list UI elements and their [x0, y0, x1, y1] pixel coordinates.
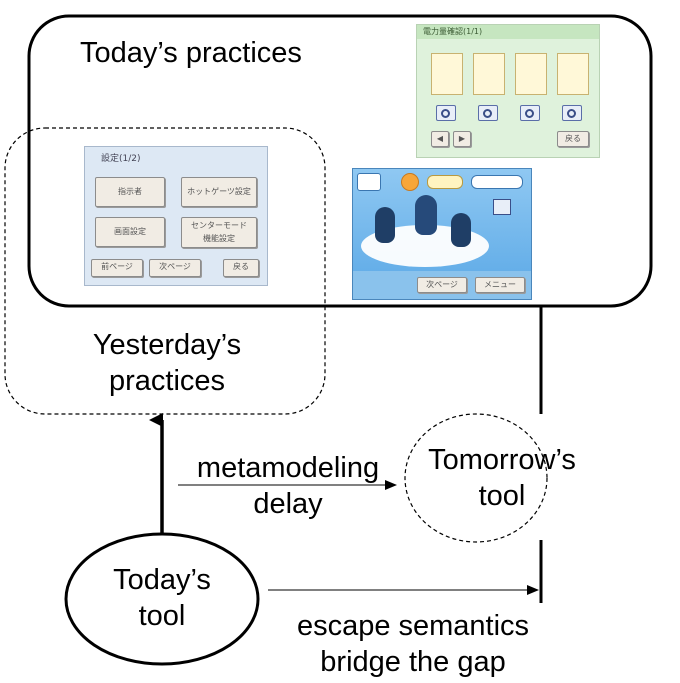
game-next-page-button[interactable]: 次ページ — [417, 277, 467, 293]
todays-practices-box — [27, 14, 653, 308]
game-top-badge-3 — [471, 175, 523, 189]
tomorrows-tool-line1: Tomorrow’s — [428, 444, 576, 476]
settings-button-3[interactable]: 画面設定 — [95, 217, 165, 247]
magnifier-icon-4[interactable] — [562, 105, 582, 121]
escape-semantics-label: escape semantics bridge the gap — [268, 608, 558, 680]
yesterdays-practices-line1: Yesterday’s — [92, 329, 242, 361]
settings-button-4[interactable]: センターモード 機能設定 — [181, 217, 257, 248]
todays-tool-line1: Today’s — [113, 564, 211, 596]
metamodeling-line2: delay — [253, 488, 323, 520]
settings-back-button[interactable]: 戻る — [223, 259, 259, 277]
next-page-button[interactable]: 次ページ — [149, 259, 201, 277]
penguin-right-icon — [451, 213, 471, 247]
energy-screen-title-bar — [417, 25, 599, 39]
prev-arrow-button[interactable]: ◀ — [431, 131, 449, 147]
game-top-badge-2 — [427, 175, 463, 189]
magnifier-icon-3[interactable] — [520, 105, 540, 121]
metamodeling-delay-label: metamodeling delay — [178, 450, 398, 522]
game-top-badge-1 — [357, 173, 381, 191]
energy-tile-1 — [431, 53, 463, 95]
yesterdays-practices-box — [4, 127, 326, 415]
todays-tool-line2: tool — [138, 600, 186, 632]
todays-tool-label: Today’s tool — [92, 562, 232, 634]
prev-page-button[interactable]: 前ページ — [91, 259, 143, 277]
settings-menu-screenshot: 設定(1/2) 指示者 ホットゲーツ設定 画面設定 センターモード 機能設定 前… — [84, 146, 268, 286]
game-menu-button[interactable]: メニュー — [475, 277, 525, 293]
energy-back-button[interactable]: 戻る — [557, 131, 589, 147]
penguin-left-icon — [375, 207, 395, 243]
magnifier-icon-2[interactable] — [478, 105, 498, 121]
tomorrows-tool-ellipse — [404, 413, 548, 543]
house-icon — [493, 199, 511, 215]
tomorrows-tool-label: Tomorrow’s tool — [418, 442, 586, 514]
todays-practices-label: Today’s practices — [80, 37, 302, 69]
settings-button-1[interactable]: 指示者 — [95, 177, 165, 207]
penguin-center-icon — [415, 195, 437, 235]
penguin-game-screenshot: 次ページ メニュー — [352, 168, 532, 300]
energy-tile-3 — [515, 53, 547, 95]
escape-semantics-line1: escape semantics — [296, 610, 530, 642]
metamodeling-line1: metamodeling — [196, 452, 380, 484]
tomorrows-tool-line2: tool — [478, 480, 526, 512]
settings-button-2[interactable]: ホットゲーツ設定 — [181, 177, 257, 207]
sun-icon — [401, 173, 419, 191]
magnifier-icon-1[interactable] — [436, 105, 456, 121]
energy-screen-title: 電力量確認(1/1) — [423, 27, 483, 36]
yesterdays-practices-line2: practices — [108, 365, 226, 397]
settings-button-4-line2: 機能設定 — [203, 234, 235, 243]
energy-tile-2 — [473, 53, 505, 95]
settings-button-4-line1: センターモード — [191, 221, 247, 230]
bridge-the-gap-line2: bridge the gap — [320, 646, 506, 678]
energy-tile-4 — [557, 53, 589, 95]
settings-screen-title: 設定(1/2) — [101, 154, 141, 164]
energy-meter-screenshot: 電力量確認(1/1) ◀ ▶ 戻る — [416, 24, 600, 158]
yesterdays-practices-label: Yesterday’s practices — [60, 327, 274, 399]
next-arrow-button[interactable]: ▶ — [453, 131, 471, 147]
